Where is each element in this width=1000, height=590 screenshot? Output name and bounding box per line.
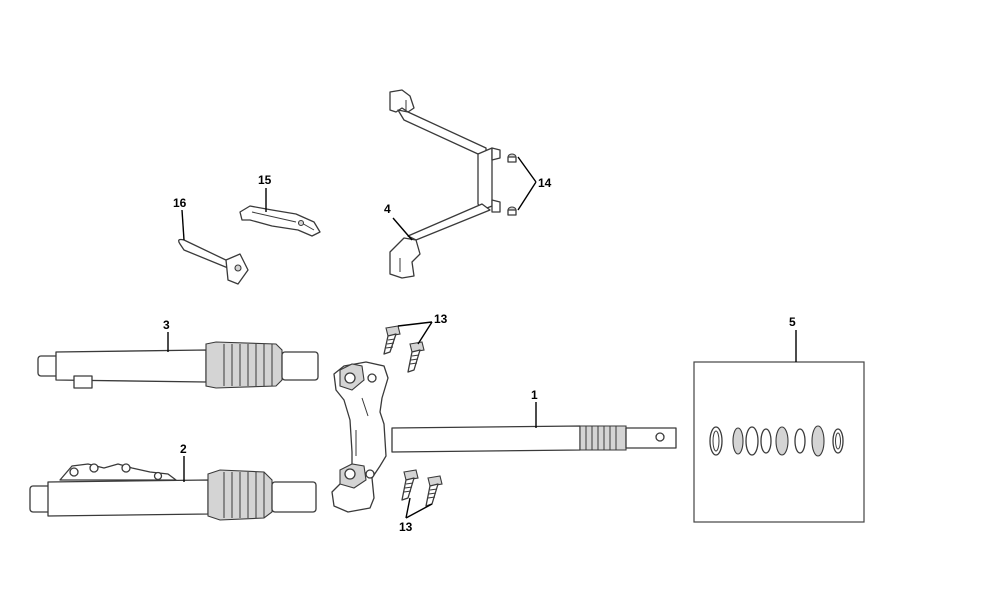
callout-14: 14 (538, 176, 552, 190)
part-2-fork-leg (29, 463, 317, 521)
part-5-bearing-kit (693, 361, 865, 523)
callout-3: 3 (163, 318, 170, 332)
callout-13-bottom: 13 (399, 520, 413, 534)
part-13-bolts-top (383, 325, 425, 373)
callout-2: 2 (180, 442, 187, 456)
part-15-clamp (239, 205, 321, 237)
callout-labels: 1 2 3 4 5 13 13 14 15 16 (163, 173, 796, 534)
part-16-clip (178, 238, 249, 285)
callout-16: 16 (173, 196, 187, 210)
callout-13-top: 13 (434, 312, 448, 326)
callout-15: 15 (258, 173, 272, 187)
part-3-fork-leg (37, 341, 319, 389)
part-14-screws (507, 153, 517, 216)
callout-5: 5 (789, 315, 796, 329)
part-1-steering-stem (331, 361, 677, 513)
part-4-bracket (389, 89, 501, 279)
callout-1: 1 (531, 388, 538, 402)
leader-lines (167, 156, 797, 519)
part-13-bolts-bottom (401, 469, 443, 507)
callout-4: 4 (384, 202, 391, 216)
